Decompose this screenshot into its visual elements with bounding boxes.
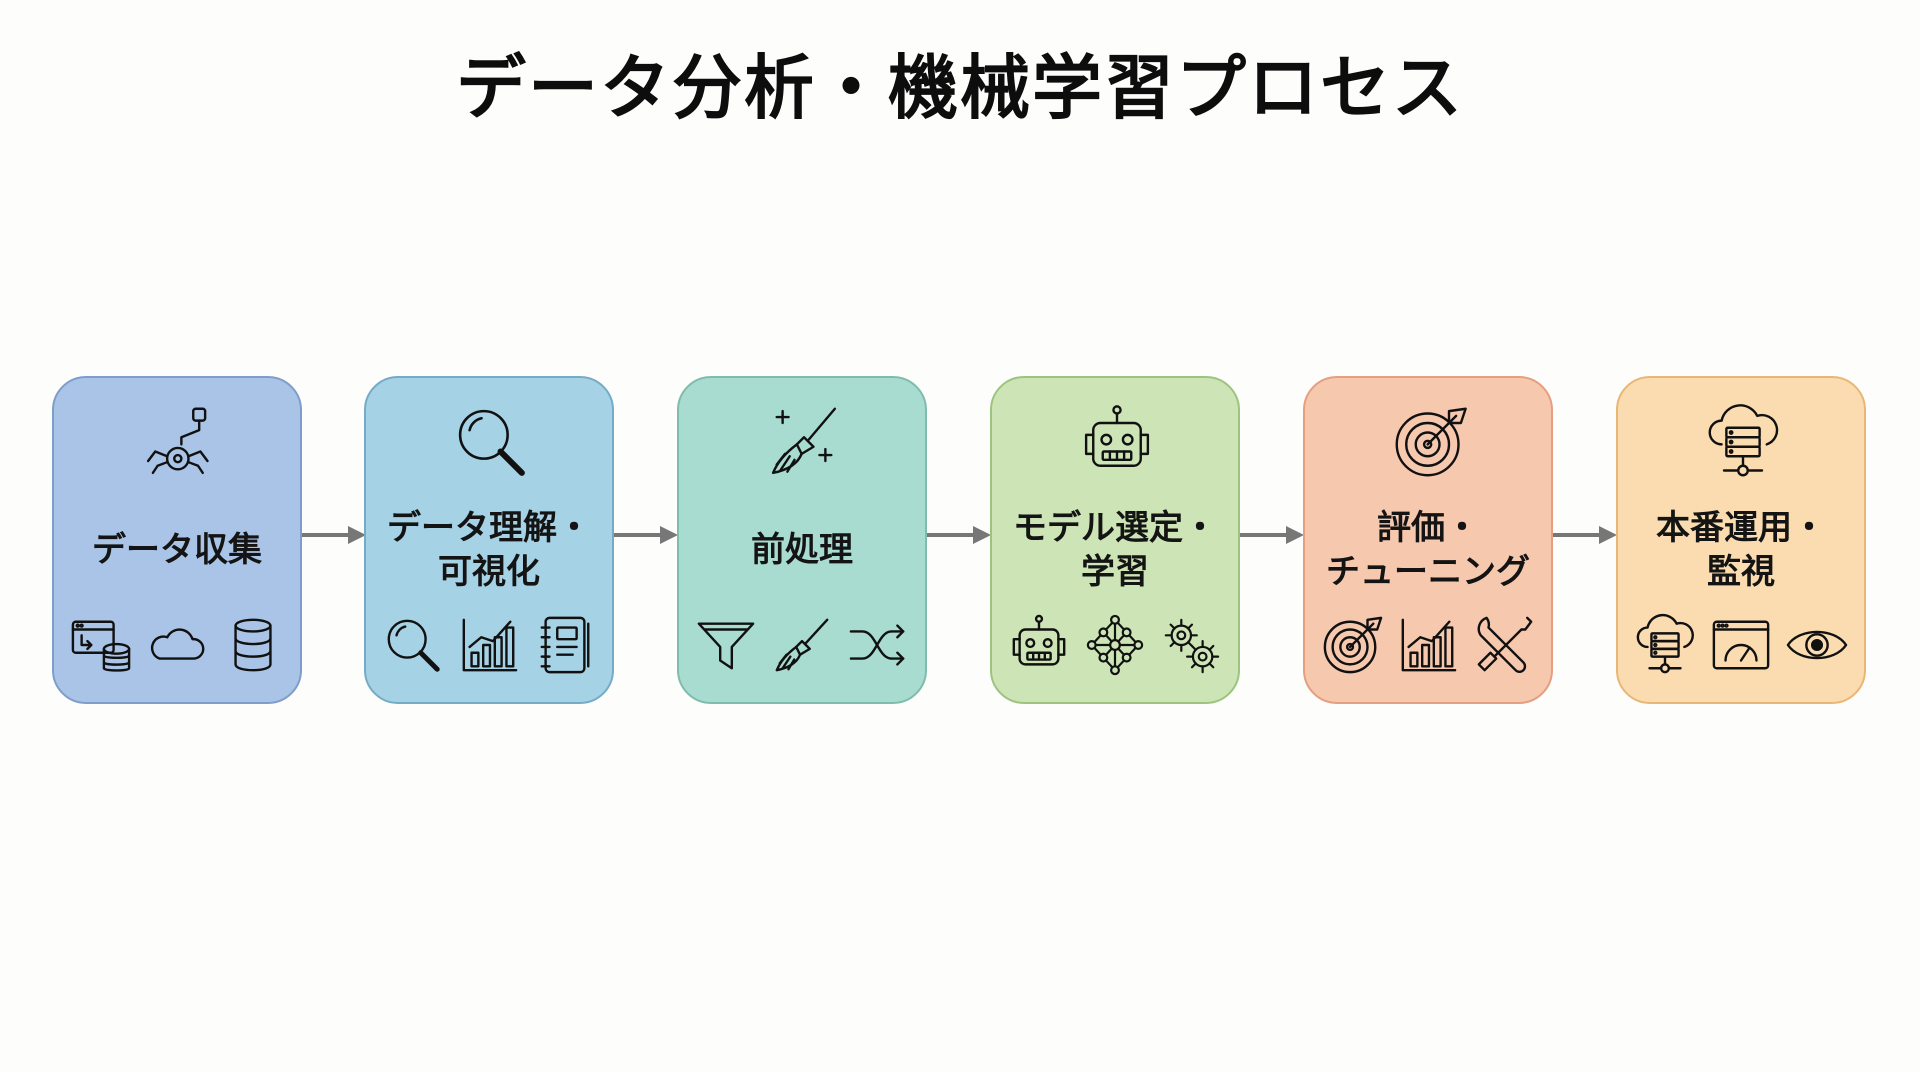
step-card-model-training: モデル選定・ 学習	[990, 376, 1240, 704]
data-transfer-database-icon	[70, 614, 132, 676]
page-title: データ分析・機械学習プロセス	[456, 47, 1464, 129]
flow-arrow	[1240, 526, 1304, 544]
eye-icon	[1786, 614, 1848, 676]
cloud-server-icon	[1634, 614, 1696, 676]
flow-arrow	[927, 526, 991, 544]
dashboard-gauge-icon	[1710, 614, 1772, 676]
robot-arm-spider-icon	[141, 404, 217, 480]
robot-icon	[1008, 614, 1070, 676]
step-card-evaluation-tuning: 評価・ チューニング	[1303, 376, 1553, 704]
bar-chart-icon	[1397, 614, 1459, 676]
flow-arrow	[302, 526, 366, 544]
step-card-preprocessing: 前処理	[677, 376, 927, 704]
database-icon	[222, 614, 284, 676]
step-label: 評価・ チューニング	[1326, 508, 1530, 592]
step-card-data-collection: データ収集	[52, 376, 302, 704]
step-label: データ理解・ 可視化	[387, 508, 591, 592]
target-icon	[1392, 404, 1468, 480]
neural-network-icon	[1084, 614, 1146, 676]
filter-icon	[695, 614, 757, 676]
cloud-server-icon	[1705, 404, 1781, 480]
notebook-icon	[534, 614, 596, 676]
wrench-screwdriver-icon	[1473, 614, 1535, 676]
magnifier-icon	[382, 614, 444, 676]
broom-icon	[771, 614, 833, 676]
step-label: モデル選定・ 学習	[1013, 508, 1217, 592]
step-card-data-understanding: データ理解・ 可視化	[364, 376, 614, 704]
flow-arrow	[1553, 526, 1617, 544]
step-label: 前処理	[751, 530, 853, 570]
bar-chart-icon	[458, 614, 520, 676]
shuffle-icon	[847, 614, 909, 676]
gears-icon	[1160, 614, 1222, 676]
flow-arrow	[614, 526, 678, 544]
robot-icon	[1079, 404, 1155, 480]
magnifier-icon	[453, 404, 529, 480]
step-label: データ収集	[92, 530, 262, 570]
step-label: 本番運用・ 監視	[1656, 508, 1826, 592]
broom-sparkle-icon	[766, 404, 842, 480]
cloud-icon	[146, 614, 208, 676]
target-icon	[1321, 614, 1383, 676]
step-card-production-monitoring: 本番運用・ 監視	[1616, 376, 1866, 704]
